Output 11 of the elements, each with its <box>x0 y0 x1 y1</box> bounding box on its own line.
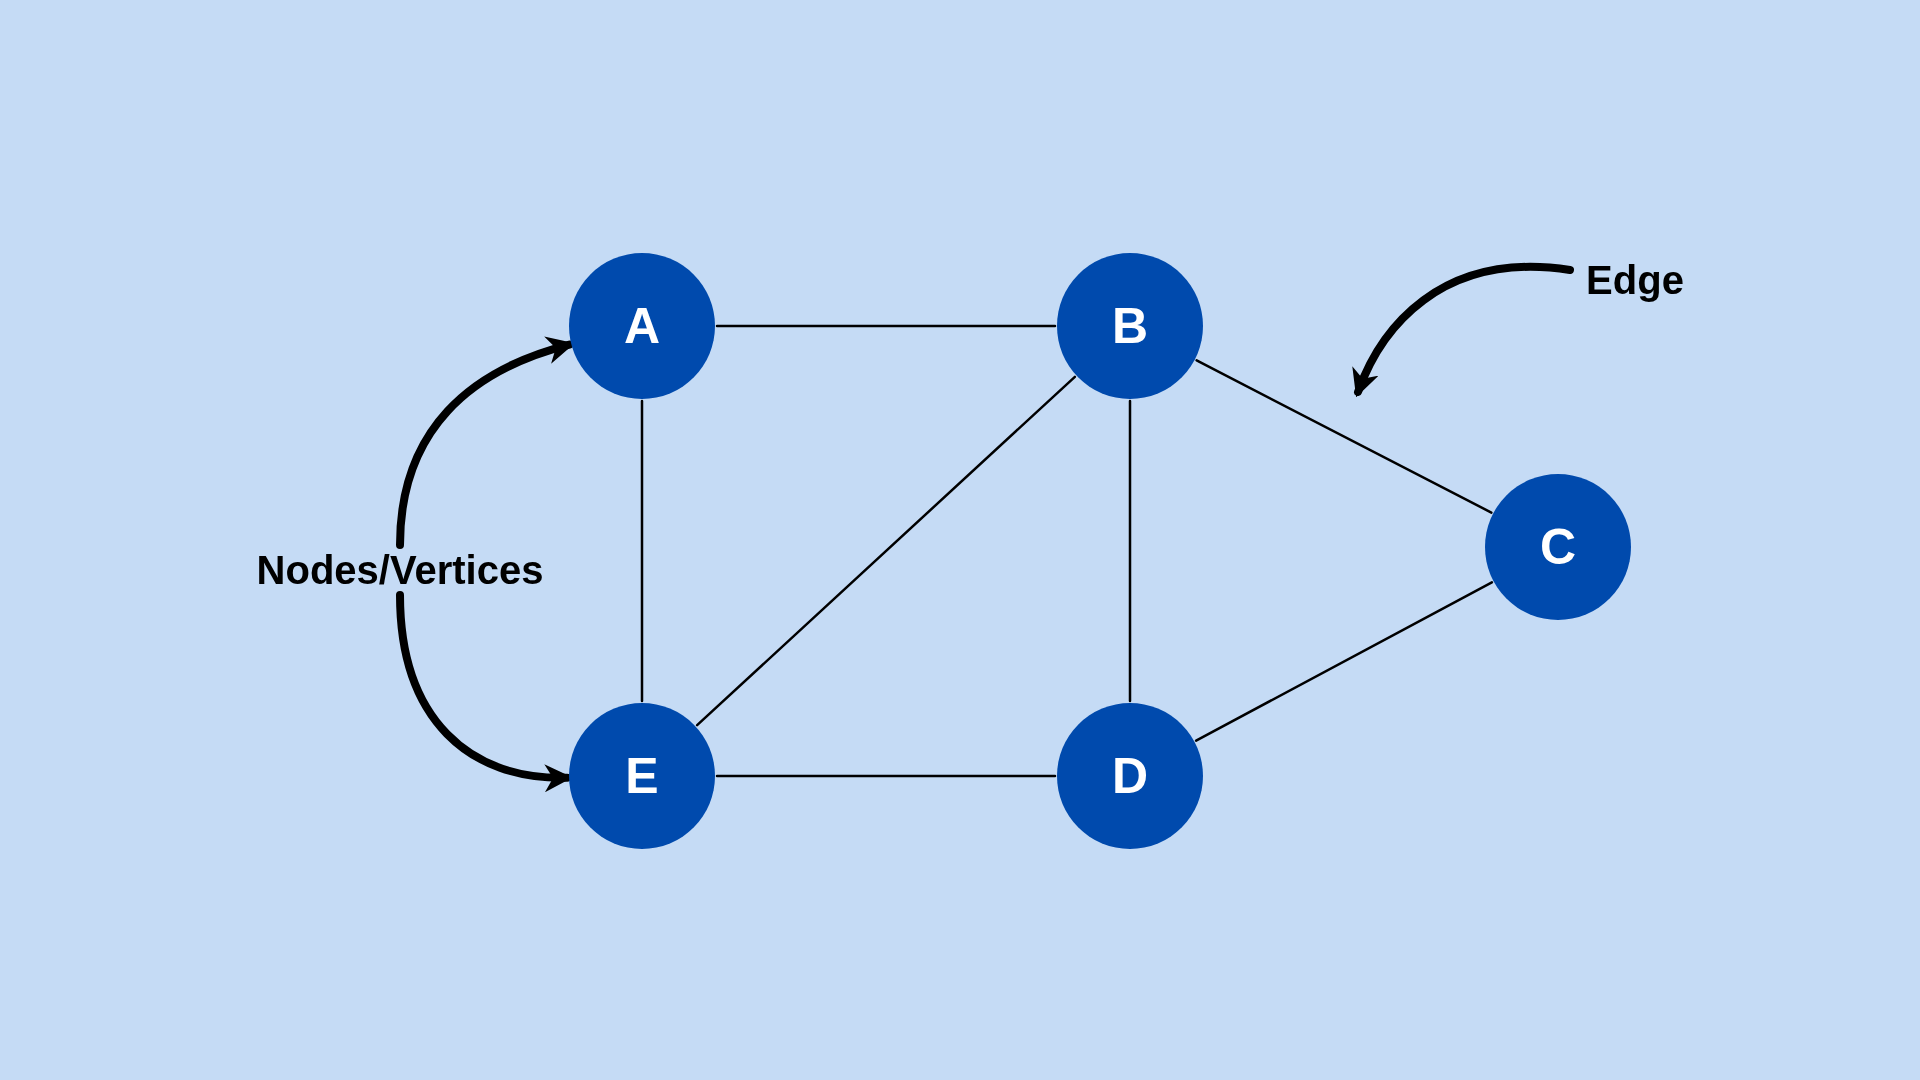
edge-line <box>715 324 1057 328</box>
edge-line <box>715 774 1057 778</box>
edge-line <box>695 375 1077 727</box>
edge-line <box>1194 581 1494 742</box>
curved-arrow <box>1353 263 1574 398</box>
annotation-label: Nodes/Vertices <box>205 545 595 595</box>
edge-line <box>640 399 644 703</box>
annotation-label: Edge <box>1570 255 1700 305</box>
edge-line <box>1195 359 1493 514</box>
curved-arrow <box>396 337 575 549</box>
edge-line <box>1128 399 1132 703</box>
